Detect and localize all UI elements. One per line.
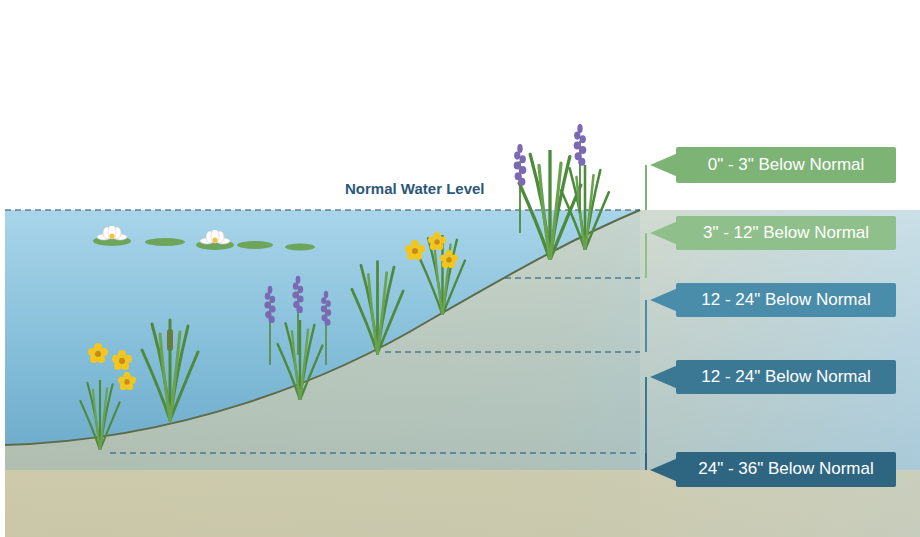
plants — [80, 124, 608, 450]
depth-label: 3" - 12" Below Normal — [703, 223, 869, 243]
depth-label: 12 - 24" Below Normal — [701, 290, 871, 310]
depth-label: 24" - 36" Below Normal — [698, 459, 874, 479]
depth-box: 0" - 3" Below Normal — [676, 147, 896, 183]
depth-box: 12 - 24" Below Normal — [676, 283, 896, 317]
depth-box: 3" - 12" Below Normal — [676, 216, 896, 250]
depth-label: 12 - 24" Below Normal — [701, 367, 871, 387]
depth-box: 12 - 24" Below Normal — [676, 360, 896, 394]
water-level-label: Normal Water Level — [345, 180, 485, 197]
depth-label: 0" - 3" Below Normal — [708, 155, 865, 175]
pond-bank — [5, 210, 920, 537]
water-body — [5, 210, 920, 537]
depth-box: 24" - 36" Below Normal — [676, 452, 896, 487]
depth-brackets — [646, 153, 678, 482]
